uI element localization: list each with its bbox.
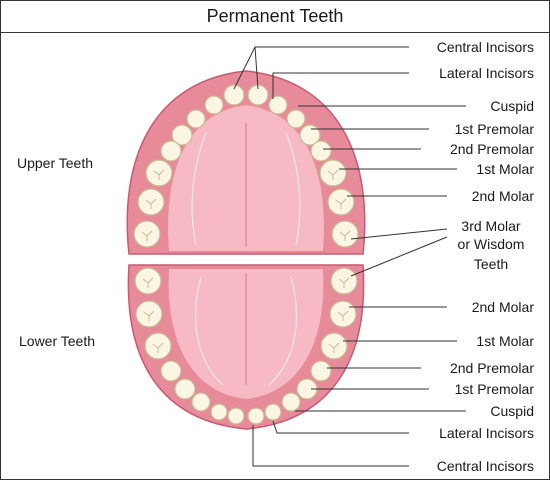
lower-3rd-molar-left-groove	[142, 277, 154, 288]
upper-lateral-incisor-right	[268, 95, 288, 115]
lower-floor-ridge-right	[268, 276, 298, 386]
lower-floor-ridge-left	[194, 276, 224, 386]
leader-lines-group	[233, 46, 466, 467]
upper-lateral-incisor-left	[204, 95, 224, 115]
lower-2nd-premolar-right	[310, 360, 332, 382]
upper-2nd-molar-left-groove	[145, 198, 157, 209]
leader-lower-central-incisors	[252, 425, 409, 467]
lower-1st-molar-right-groove	[328, 342, 340, 353]
upper-palate-ridge-right	[285, 132, 301, 246]
lower-3rd-molar-left	[134, 267, 162, 295]
label-upper-2nd-premolar: 2nd Premolar	[449, 141, 534, 157]
lower-1st-molar-left-groove	[152, 342, 164, 353]
upper-2nd-molar-right-groove	[335, 198, 347, 209]
lower-1st-premolar-left	[174, 378, 196, 400]
label-upper-2nd-molar: 2nd Molar	[471, 188, 534, 204]
upper-2nd-premolar-right	[310, 140, 332, 162]
upper-central-incisor-left	[223, 84, 245, 106]
lower-3rd-molar-right-groove	[338, 277, 350, 288]
label-lower-2nd-premolar: 2nd Premolar	[449, 360, 534, 376]
upper-cuspid-left	[186, 109, 206, 129]
label-upper-1st-premolar: 1st Premolar	[454, 121, 534, 137]
upper-1st-molar-right-groove	[327, 169, 339, 180]
upper-1st-molar-left-groove	[153, 169, 165, 180]
leader-upper-lateral-incisors	[272, 72, 409, 99]
label-3rd-molar: 3rd Molar	[461, 218, 521, 234]
lower-2nd-molar-left	[135, 300, 163, 328]
leader-3rd-molar-lower	[350, 236, 448, 277]
lower-2nd-molar-right-groove	[337, 310, 349, 321]
upper-2nd-molar-right	[327, 188, 355, 216]
upper-2nd-premolar-left	[160, 140, 182, 162]
upper-3rd-molar-left	[133, 220, 161, 248]
teeth-group	[133, 84, 359, 425]
lower-teeth-label: Lower Teeth	[19, 333, 96, 349]
upper-palate-ridge-left	[191, 132, 207, 246]
label-lower-1st-molar: 1st Molar	[476, 333, 534, 349]
lower-2nd-molar-left-groove	[143, 310, 155, 321]
label-lower-lateral-incisors: Lateral Incisors	[439, 425, 534, 441]
label-upper-1st-molar: 1st Molar	[476, 161, 534, 177]
label-lower-cuspid: Cuspid	[490, 403, 534, 419]
upper-cuspid-right	[286, 109, 306, 129]
upper-1st-premolar-right	[299, 124, 321, 146]
jaws-group	[126, 70, 366, 430]
upper-3rd-molar-right	[331, 220, 359, 248]
diagram-title: Permanent Teeth	[1, 1, 549, 33]
label-upper-central-incisors: Central Incisors	[436, 39, 534, 55]
upper-1st-molar-left	[145, 159, 173, 187]
upper-2nd-molar-left	[137, 188, 165, 216]
lower-lateral-incisor-left	[210, 403, 228, 421]
leader-upper-central-incisors	[233, 46, 409, 90]
upper-3rd-molar-left-groove	[141, 230, 153, 241]
upper-teeth-label: Upper Teeth	[17, 155, 94, 171]
label-upper-cuspid: Cuspid	[490, 98, 534, 114]
lower-cuspid-left	[191, 392, 211, 412]
lower-central-incisor-right	[247, 407, 265, 425]
lower-1st-molar-left	[144, 332, 172, 360]
lower-central-incisor-left	[227, 407, 245, 425]
lower-2nd-molar-right	[329, 300, 357, 328]
label-teeth: Teeth	[473, 256, 509, 272]
lower-2nd-premolar-left	[160, 360, 182, 382]
lower-lateral-incisor-right	[264, 403, 282, 421]
label-lower-2nd-molar: 2nd Molar	[471, 299, 534, 315]
upper-1st-molar-right	[319, 159, 347, 187]
lower-cuspid-right	[281, 392, 301, 412]
lower-1st-molar-right	[320, 332, 348, 360]
upper-1st-premolar-left	[171, 124, 193, 146]
label-lower-central-incisors: Central Incisors	[436, 458, 534, 474]
label-or-wisdom: or Wisdom	[457, 236, 525, 252]
label-upper-lateral-incisors: Lateral Incisors	[439, 65, 534, 81]
leader-lower-lateral-incisors	[272, 420, 409, 434]
label-lower-1st-premolar: 1st Premolar	[454, 381, 534, 397]
upper-3rd-molar-right-groove	[339, 230, 351, 241]
lower-3rd-molar-right	[330, 267, 358, 295]
leader-3rd-molar-upper	[350, 228, 448, 240]
